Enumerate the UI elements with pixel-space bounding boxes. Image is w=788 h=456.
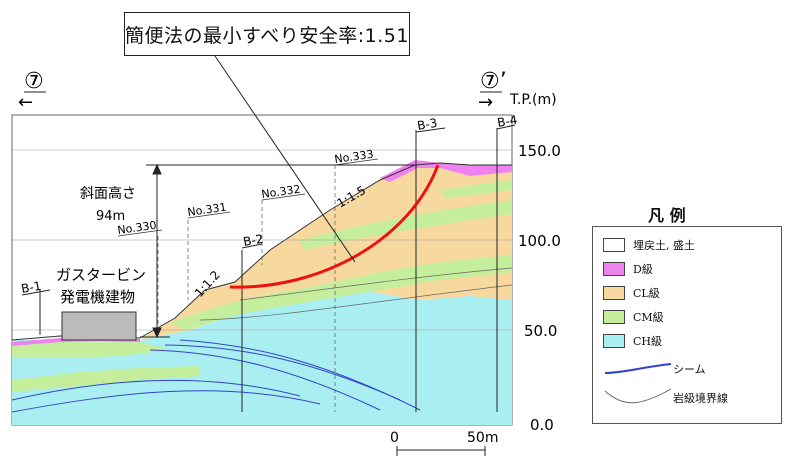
- section-arrow-right: →: [478, 92, 493, 113]
- legend-title: 凡 例: [648, 206, 686, 225]
- legend-item-fill: 埋戻土, 盛土: [603, 237, 695, 253]
- borehole-label-b3: B-3: [416, 116, 438, 133]
- legend-item-cl: CL級: [603, 285, 660, 301]
- legend-seam-line: [604, 363, 672, 374]
- legend-label-cm: CM級: [633, 311, 664, 324]
- survey-line-markers: [157, 165, 336, 412]
- layer-cm-1: [170, 255, 512, 330]
- legend-label-cl: CL級: [633, 287, 660, 300]
- tick-label-50: 50.0: [524, 322, 557, 340]
- title-leader-line: [214, 55, 356, 263]
- turbine-building: [61, 311, 137, 341]
- survey-line-label-331: No.331: [187, 201, 228, 219]
- layer-ch: [12, 290, 512, 425]
- scale-bar: [396, 446, 486, 456]
- layer-cm-3: [440, 180, 512, 198]
- survey-line-label-333: No.333: [334, 148, 375, 166]
- section-mark-left: ⑦: [24, 69, 44, 94]
- legend-label-d: D級: [633, 263, 653, 276]
- legend-item-d: D級: [603, 261, 653, 277]
- legend-label-boundary: 岩級境界線: [673, 392, 728, 405]
- seam-lines: [11, 339, 421, 413]
- legend-swatch-cm: [603, 310, 625, 324]
- elevation-unit-label: T.P.(m): [509, 92, 557, 108]
- slip-surface: [229, 164, 440, 289]
- layer-cm-4: [12, 342, 170, 358]
- borehole-lines: [21, 124, 516, 412]
- slope-height-label: 斜面高さ: [80, 185, 136, 202]
- legend-swatch-fill: [603, 238, 625, 252]
- survey-line-underlines: [117, 158, 379, 237]
- ground-surface: [11, 162, 512, 341]
- borehole-label-b4: B-4: [496, 113, 518, 130]
- tick-label-100: 100.0: [518, 232, 561, 250]
- scale-bar-end: 50m: [467, 430, 498, 446]
- scale-bar-start: 0: [390, 430, 399, 446]
- legend-label-fill: 埋戻土, 盛土: [633, 239, 695, 252]
- legend-boundary-line: [604, 388, 672, 404]
- slope-height-indicator: [140, 163, 416, 339]
- title-box: 簡便法の最小すべり安全率:1.51: [124, 12, 410, 56]
- legend-swatch-ch: [603, 334, 625, 348]
- legend-swatch-cl: [603, 286, 625, 300]
- legend-label-ch: CH級: [633, 335, 663, 348]
- borehole-label-b2: B-2: [242, 232, 264, 249]
- legend-item-seam: シーム: [603, 361, 706, 377]
- layer-cm-2: [300, 200, 512, 250]
- legend-swatch-d: [603, 262, 625, 276]
- tick-label-0: 0.0: [530, 416, 554, 434]
- survey-line-label-330: No.330: [117, 219, 158, 237]
- section-arrow-left: ←: [18, 92, 33, 113]
- legend: 埋戻土, 盛土 D級 CL級 CM級 CH級 シーム 岩級境界線: [592, 226, 782, 424]
- building-label-line2: 発電機建物: [60, 288, 135, 306]
- borehole-label-b1: B-1: [20, 279, 42, 296]
- safety-factor-title: 簡便法の最小すべり安全率:1.51: [125, 24, 409, 47]
- slope-height-value: 94m: [96, 209, 125, 224]
- tick-label-150: 150.0: [518, 142, 561, 160]
- legend-item-cm: CM級: [603, 309, 664, 325]
- section-mark-right: ⑦’: [480, 69, 507, 94]
- layer-cm-5: [12, 366, 200, 392]
- legend-item-boundary: 岩級境界線: [603, 387, 728, 409]
- legend-item-ch: CH級: [603, 333, 662, 349]
- building-label-line1: ガスタービン: [56, 266, 146, 284]
- survey-line-label-332: No.332: [261, 183, 302, 201]
- boundary-lines: [199, 267, 513, 321]
- legend-label-seam: シーム: [673, 363, 706, 376]
